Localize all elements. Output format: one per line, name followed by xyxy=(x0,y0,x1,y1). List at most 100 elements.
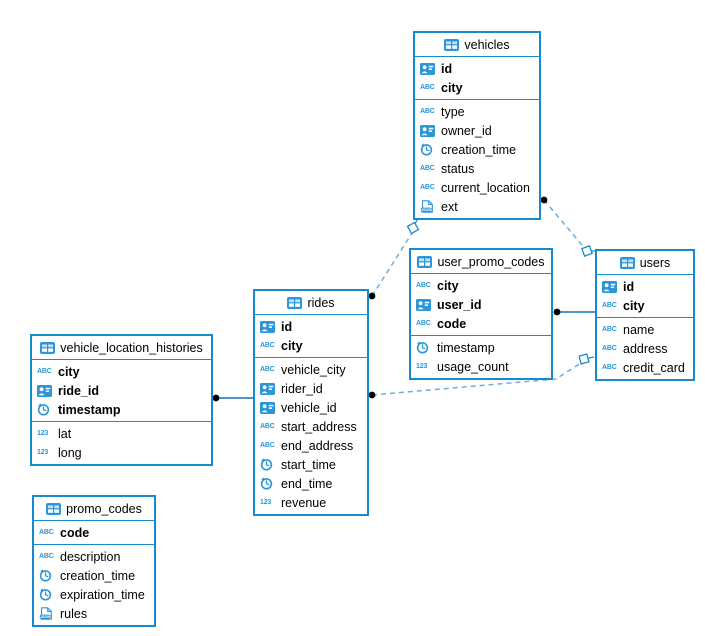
column-row[interactable]: vehicle_id xyxy=(255,398,367,417)
column-name: user_id xyxy=(437,297,482,312)
column-row[interactable]: id xyxy=(255,317,367,336)
column-row[interactable]: creation_time xyxy=(415,140,539,159)
timestamp-type-icon xyxy=(260,477,277,490)
column-name: credit_card xyxy=(623,360,685,375)
id-type-icon xyxy=(420,62,437,75)
column-name: long xyxy=(58,445,82,460)
column-name: end_time xyxy=(281,476,333,491)
text-type-icon: ABC xyxy=(602,326,617,333)
column-name: id xyxy=(441,61,453,76)
column-row[interactable]: ABC status xyxy=(415,159,539,178)
text-type-icon: ABC xyxy=(420,84,435,91)
column-name: vehicle_city xyxy=(281,362,346,377)
column-name: status xyxy=(441,161,475,176)
column-row[interactable]: ride_id xyxy=(32,381,211,400)
table-header[interactable]: vehicle_location_histories xyxy=(32,336,211,360)
id-type-icon xyxy=(416,298,433,311)
columns-section: 123 lat 123 long xyxy=(32,421,211,464)
table-title: vehicle_location_histories xyxy=(60,340,203,355)
relation-rides-to-users[interactable] xyxy=(368,353,595,399)
text-type-icon: ABC xyxy=(416,282,431,289)
table-title: users xyxy=(639,255,671,270)
column-name: timestamp xyxy=(437,340,495,355)
column-row[interactable]: rider_id xyxy=(255,379,367,398)
text-type-icon: ABC xyxy=(260,342,275,349)
text-type-icon: ABC xyxy=(260,423,275,430)
column-name: timestamp xyxy=(58,402,121,417)
column-row[interactable]: end_time xyxy=(255,474,367,493)
column-name: usage_count xyxy=(437,359,509,374)
column-name: code xyxy=(60,525,90,540)
relation-dot-marker xyxy=(368,292,376,300)
number-type-icon: 123 xyxy=(37,430,49,437)
text-type-icon: ABC xyxy=(420,108,435,115)
relation-user_promo_codes-to-users[interactable] xyxy=(553,308,595,316)
column-row[interactable]: 123 long xyxy=(32,443,211,462)
column-name: description xyxy=(60,549,121,564)
column-row[interactable]: id xyxy=(597,277,693,296)
column-row[interactable]: start_time xyxy=(255,455,367,474)
column-row[interactable]: expiration_time xyxy=(34,585,154,604)
column-name: lat xyxy=(58,426,72,441)
table-header[interactable]: promo_codes xyxy=(34,497,154,521)
column-row[interactable]: ABC type xyxy=(415,102,539,121)
column-name: name xyxy=(623,322,655,337)
relation-rides-to-vehicles[interactable] xyxy=(368,219,420,300)
table-header[interactable]: rides xyxy=(255,291,367,315)
timestamp-type-icon xyxy=(260,458,277,471)
relation-vehicle_location_histories-to-rides[interactable] xyxy=(212,394,253,402)
column-row[interactable]: user_id xyxy=(411,295,551,314)
id-type-icon xyxy=(602,280,619,293)
column-row[interactable]: owner_id xyxy=(415,121,539,140)
text-type-icon: ABC xyxy=(420,165,435,172)
timestamp-type-icon xyxy=(420,143,437,156)
relation-dot-marker xyxy=(540,196,548,204)
column-name: start_time xyxy=(281,457,336,472)
relation-square-marker xyxy=(406,221,420,235)
column-name: creation_time xyxy=(441,142,517,157)
column-row[interactable]: timestamp xyxy=(32,400,211,419)
table-header[interactable]: user_promo_codes xyxy=(411,250,551,274)
timestamp-type-icon xyxy=(39,569,56,582)
column-name: type xyxy=(441,104,465,119)
relation-vehicles-to-users[interactable] xyxy=(540,196,596,257)
table-header[interactable]: users xyxy=(597,251,693,275)
column-row[interactable]: 123 lat xyxy=(32,424,211,443)
number-type-icon: 123 xyxy=(37,449,49,456)
column-name: expiration_time xyxy=(60,587,145,602)
table-icon xyxy=(619,256,635,269)
column-row[interactable]: ABC name xyxy=(597,320,693,339)
column-row[interactable]: id xyxy=(415,59,539,78)
relation-dot-marker xyxy=(553,308,561,316)
column-row[interactable]: creation_time xyxy=(34,566,154,585)
column-row[interactable]: timestamp xyxy=(411,338,551,357)
table-header[interactable]: vehicles xyxy=(415,33,539,57)
